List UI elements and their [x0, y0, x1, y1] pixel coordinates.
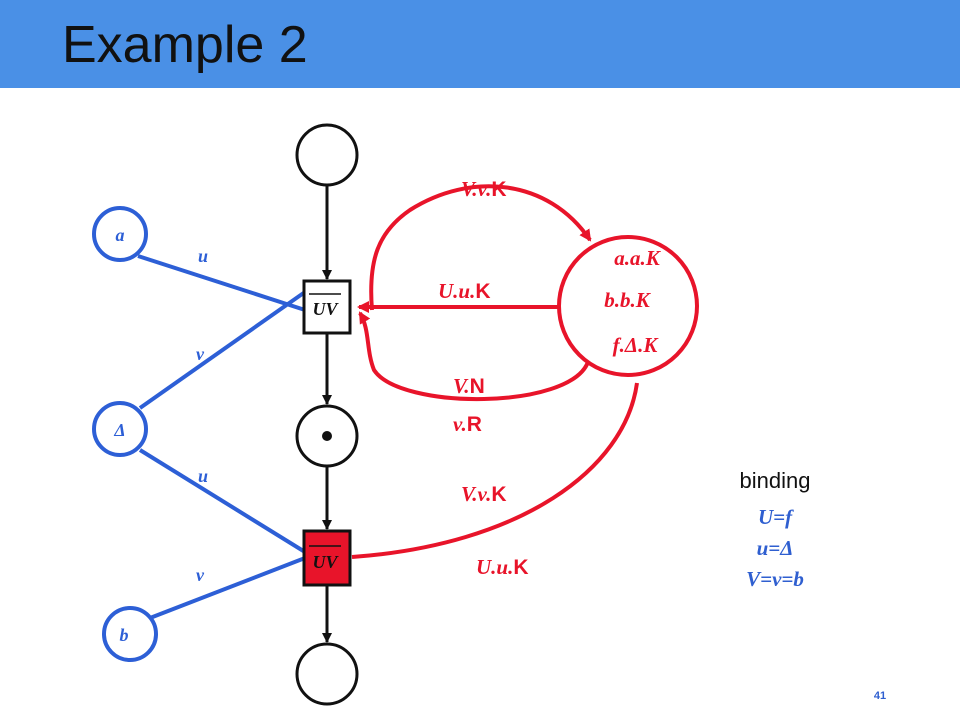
transition-top-label: UV: [312, 299, 339, 319]
title-bar: [0, 0, 960, 88]
store-token-1: a.a.K: [614, 246, 662, 270]
arc-label-delta-u: u: [198, 466, 208, 486]
place-b-label: b: [120, 625, 129, 645]
arc-b-to-bottom-transition: [149, 556, 306, 620]
page-number: 41: [873, 690, 887, 702]
binding-heading: binding: [739, 468, 811, 493]
store-token-2: b.b.K: [604, 288, 652, 312]
label-top-arc: V.v.K: [461, 177, 507, 201]
place-store: [557, 235, 699, 377]
label-return-n: V.N: [453, 374, 485, 398]
label-bottom-v: V.v.K: [461, 482, 507, 506]
slide-title: Example 2: [62, 16, 308, 74]
transition-bottom: [302, 529, 352, 587]
arc-label-b-v: v: [196, 565, 205, 585]
label-middle-arc: U.u.K: [438, 279, 491, 303]
red-arc-bottom: [351, 382, 639, 559]
arc-a-to-top-transition: [137, 254, 306, 312]
binding-line-3: V=v=b: [746, 567, 804, 591]
place-delta: [92, 401, 148, 457]
place-bottom: [295, 642, 359, 706]
token: [322, 431, 332, 441]
place-b: [102, 606, 158, 662]
binding-line-2: u=Δ: [756, 536, 794, 560]
store-token-3: f.Δ.K: [613, 333, 660, 357]
place-top: [295, 123, 359, 187]
arc-delta-to-top-transition: [138, 290, 307, 410]
place-a-label: a: [116, 225, 125, 245]
red-arc-top: [369, 184, 592, 311]
red-arc-return: [358, 311, 590, 402]
binding-line-1: U=f: [757, 505, 793, 529]
place-a: [92, 206, 148, 262]
arc-label-delta-v: v: [196, 344, 205, 364]
place-delta-label: Δ: [113, 420, 125, 440]
arc-label-a-u: u: [198, 246, 208, 266]
transition-top: [302, 279, 352, 335]
arc-delta-to-bottom-transition: [138, 448, 307, 554]
label-return-r: v.R: [453, 412, 482, 436]
store-tokens: a.a.K b.b.K f.Δ.K: [604, 246, 662, 357]
label-bottom-u: U.u.K: [476, 555, 529, 579]
transition-bottom-label: UV: [312, 552, 339, 572]
